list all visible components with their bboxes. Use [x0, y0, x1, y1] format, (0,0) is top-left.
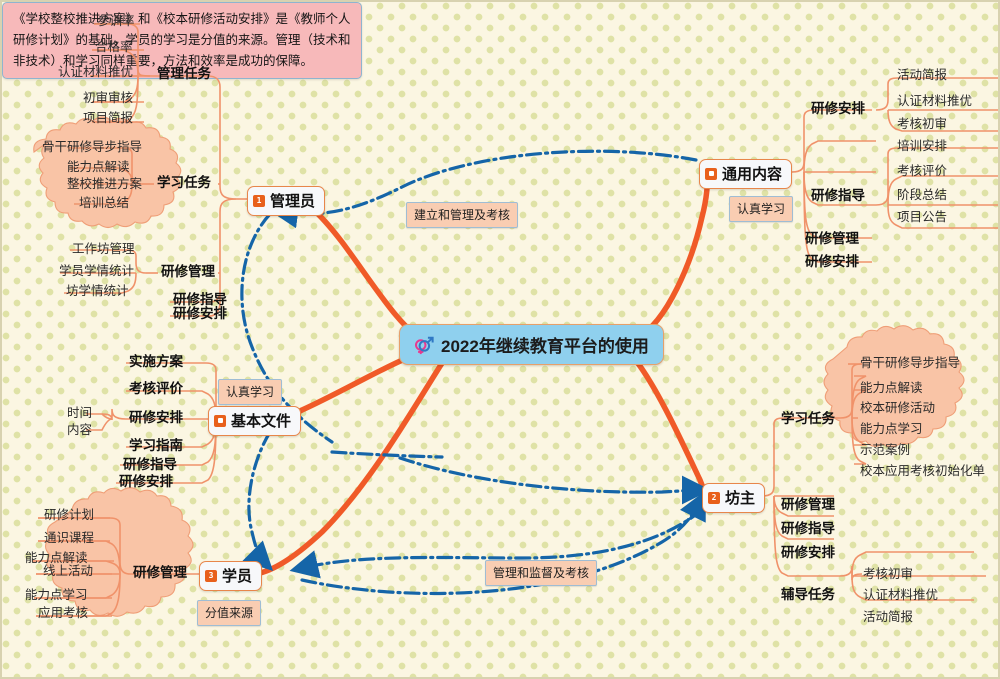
admin-leaf-0-0[interactable]: 参训率: [97, 14, 135, 28]
owner-leaf-0-4[interactable]: 示范案例: [860, 443, 911, 457]
common-group-1[interactable]: 研修指导: [811, 188, 865, 203]
owner-group-2[interactable]: 研修指导: [781, 521, 835, 536]
admin-leaf-2-1[interactable]: 学员学情统计: [59, 264, 135, 278]
callout-common-label: 认真学习: [737, 202, 786, 216]
admin-leaf-0-4[interactable]: 项目简报: [83, 111, 134, 125]
basedoc-leaf-2-1[interactable]: 内容: [67, 423, 93, 437]
admin-leaf-0-1[interactable]: 合格率: [95, 40, 133, 54]
student-group-0[interactable]: 研修管理: [133, 565, 187, 580]
basedoc-group-4[interactable]: 研修指导: [123, 457, 177, 472]
badge-basedoc: [214, 414, 226, 427]
callout-student: 分值来源: [197, 600, 262, 626]
common-group-2[interactable]: 研修管理: [805, 231, 859, 246]
common-leaf-1-2[interactable]: 阶段总结: [897, 188, 948, 202]
owner-leaf-4-2[interactable]: 活动简报: [863, 610, 914, 624]
admin-leaf-1-3[interactable]: 培训总结: [79, 196, 130, 210]
admin-leaf-0-3[interactable]: 初审审核: [83, 91, 134, 105]
basedoc-group-1[interactable]: 考核评价: [129, 381, 183, 396]
owner-leaf-4-1[interactable]: 认证材料推优: [863, 588, 939, 602]
basedoc-group-3[interactable]: 学习指南: [129, 438, 183, 453]
badge-common: [705, 167, 717, 180]
main-topic-student[interactable]: 3 学员: [199, 561, 263, 591]
owner-group-0[interactable]: 学习任务: [781, 411, 835, 426]
common-leaf-0-2[interactable]: 考核初审: [897, 117, 948, 131]
common-group-0[interactable]: 研修安排: [811, 101, 865, 116]
admin-leaf-1-1[interactable]: 能力点解读: [67, 160, 130, 174]
badge-admin: 1: [253, 194, 265, 207]
callout-owner: 管理和监督及考核: [485, 560, 598, 586]
main-topic-basedoc[interactable]: 基本文件: [208, 406, 302, 436]
callout-student-label: 分值来源: [205, 606, 254, 620]
badge-student: 3: [205, 569, 217, 582]
student-leaf-0-5[interactable]: 应用考核: [38, 606, 89, 620]
branch-to-common: [634, 171, 711, 341]
main-topic-student-label: 学员: [222, 568, 253, 585]
basedoc-group-2[interactable]: 研修安排: [129, 410, 183, 425]
student-leaf-0-3[interactable]: 线上活动: [43, 564, 94, 578]
badge-owner: 2: [708, 491, 720, 504]
admin-leaf-1-0[interactable]: 骨干研修导步指导: [42, 140, 143, 154]
admin-group-1[interactable]: 学习任务: [157, 175, 211, 190]
common-leaf-1-3[interactable]: 项目公告: [897, 210, 948, 224]
common-group-3[interactable]: 研修安排: [805, 254, 859, 269]
admin-group-4[interactable]: 研修安排: [173, 306, 227, 321]
student-leaf-0-0[interactable]: 研修计划: [44, 508, 95, 522]
owner-leaf-4-0[interactable]: 考核初审: [863, 567, 914, 581]
rel-basedoc-to-student: [242, 430, 274, 572]
owner-leaf-0-2[interactable]: 校本研修活动: [860, 401, 936, 415]
branch-to-student: [257, 357, 447, 576]
main-topic-common[interactable]: 通用内容: [699, 159, 793, 189]
basedoc-group-5[interactable]: 研修安排: [119, 474, 173, 489]
student-leaf-0-1[interactable]: 通识课程: [44, 531, 95, 545]
admin-leaf-1-2[interactable]: 整校推进方案: [67, 177, 143, 191]
callout-admin-label: 建立和管理及考核: [414, 208, 511, 222]
main-topic-owner-label: 坊主: [725, 490, 756, 507]
student-leaf-0-4[interactable]: 能力点学习: [25, 588, 88, 602]
branch-to-owner: [631, 355, 709, 498]
callout-owner-label: 管理和监督及考核: [493, 566, 590, 580]
main-topic-admin-label: 管理员: [270, 193, 316, 210]
gender-symbol-icon: [412, 335, 434, 355]
owner-leaf-0-1[interactable]: 能力点解读: [860, 381, 923, 395]
main-topic-common-label: 通用内容: [722, 166, 783, 183]
main-topic-basedoc-label: 基本文件: [231, 413, 292, 430]
admin-group-3[interactable]: 研修指导: [173, 292, 227, 307]
student-leaf-0-2[interactable]: 能力点解读: [25, 551, 88, 565]
info-note: 《学校整校推进方案》和《校本研修活动安排》是《教师个人研修计划》的基础，学员的学…: [2, 2, 362, 79]
common-leaf-0-1[interactable]: 认证材料推优: [897, 94, 973, 108]
common-leaf-1-1[interactable]: 考核评价: [897, 164, 948, 178]
admin-leaf-2-2[interactable]: 坊学情统计: [66, 284, 129, 298]
main-topic-owner[interactable]: 2 坊主: [702, 483, 766, 513]
callout-admin: 建立和管理及考核: [406, 202, 519, 228]
admin-leaf-2-0[interactable]: 工作坊管理: [72, 242, 135, 256]
callout-basedoc: 认真学习: [218, 379, 283, 405]
admin-group-0[interactable]: 管理任务: [157, 66, 211, 81]
main-branches: [257, 171, 711, 576]
common-leaf-1-0[interactable]: 培训安排: [897, 139, 948, 153]
main-topic-admin[interactable]: 1 管理员: [247, 186, 326, 216]
owner-leaf-0-5[interactable]: 校本应用考核初始化单: [860, 464, 986, 478]
owner-leaf-0-0[interactable]: 骨干研修导步指导: [860, 356, 961, 370]
callout-basedoc-label: 认真学习: [226, 385, 275, 399]
owner-leaf-0-3[interactable]: 能力点学习: [860, 422, 923, 436]
owner-group-1[interactable]: 研修管理: [781, 497, 835, 512]
callout-common: 认真学习: [729, 196, 794, 222]
owner-group-4[interactable]: 辅导任务: [781, 587, 835, 602]
common-leaf-0-0[interactable]: 活动简报: [897, 68, 948, 82]
admin-leaf-0-2[interactable]: 认证材料推优: [58, 65, 134, 79]
rel-center-to-owner-upper: [398, 456, 711, 505]
central-topic[interactable]: 2022年继续教育平台的使用: [399, 324, 664, 365]
owner-group-3[interactable]: 研修安排: [781, 545, 835, 560]
central-topic-label: 2022年继续教育平台的使用: [441, 337, 649, 356]
basedoc-group-0[interactable]: 实施方案: [129, 354, 183, 369]
admin-group-2[interactable]: 研修管理: [161, 264, 215, 279]
rel-basedoc-curve: [330, 450, 444, 459]
basedoc-leaf-2-0[interactable]: 时间: [67, 406, 93, 420]
